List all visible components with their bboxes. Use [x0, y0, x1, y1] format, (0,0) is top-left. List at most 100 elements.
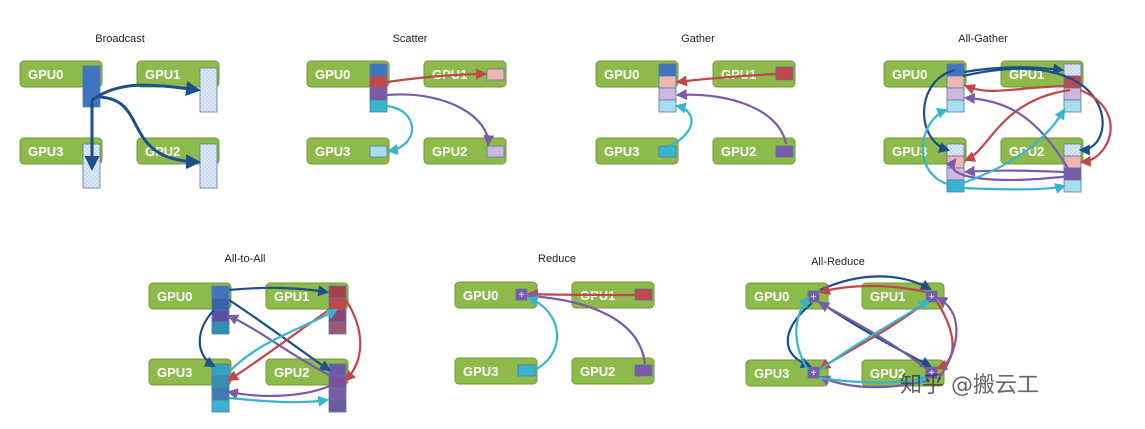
allgather-arrow-7	[963, 165, 1065, 177]
gather-gpu3: GPU3	[595, 137, 679, 165]
broadcast-gpu1-data	[199, 67, 218, 113]
gather-arrow-cyan	[669, 102, 693, 147]
broadcast-arrow-to-gpu2	[99, 95, 201, 170]
scatter-arrow-red	[386, 68, 488, 84]
gather-gpu0-data	[658, 63, 677, 113]
scatter-gpu0: GPU0	[306, 60, 390, 88]
gather-gpu2-data	[775, 145, 794, 158]
svg-text:+: +	[929, 292, 935, 303]
gpu-label: GPU0	[463, 288, 498, 303]
gpu-label: GPU0	[315, 67, 350, 82]
reduce-title: Reduce	[538, 253, 576, 265]
scatter-gpu0-data	[369, 63, 388, 113]
alltoall-arrow-6	[226, 384, 331, 400]
allreduce-arrow-4	[818, 284, 927, 295]
allreduce-gpu3-sum: +	[807, 366, 820, 379]
reduce-gpu3-data	[517, 364, 536, 377]
svg-text:+: +	[811, 292, 817, 303]
scatter-arrow-purple	[386, 93, 495, 147]
allgather-arrow-1	[963, 63, 1065, 75]
allreduce-arrow-11	[795, 296, 810, 371]
broadcast-gpu2-data	[199, 143, 218, 189]
gpu-label: GPU3	[892, 144, 927, 159]
allgather-gpu0: GPU0	[883, 60, 967, 88]
svg-text:+: +	[519, 290, 525, 301]
allgather-arrow-5	[963, 88, 1071, 162]
reduce-gpu0: GPU0	[454, 281, 538, 309]
broadcast-gpu0: GPU0	[19, 60, 103, 88]
scatter-title: Scatter	[393, 33, 428, 45]
reduce-gpu3: GPU3	[454, 357, 538, 385]
alltoall-arrow-9	[228, 395, 330, 407]
alltoall-gpu2-data	[328, 363, 347, 413]
scatter-gpu2-data	[486, 145, 505, 158]
alltoall-arrow-8	[228, 308, 338, 373]
gpu-label: GPU1	[870, 289, 905, 304]
scatter-arrow-cyan	[386, 104, 413, 156]
allgather-gpu1-data	[1063, 63, 1082, 113]
alltoall-arrow-1	[228, 285, 330, 297]
gather-arrow-red	[675, 72, 777, 87]
reduce-arrow-red	[526, 288, 636, 300]
allreduce-arrow-8	[818, 301, 929, 371]
reduce-gpu0-sum: +	[515, 288, 528, 301]
allgather-arrow-9	[945, 158, 1071, 181]
alltoall-gpu1-data	[328, 285, 347, 335]
svg-text:+: +	[811, 368, 817, 379]
gpu-label: GPU0	[157, 289, 192, 304]
gather-gpu1-data	[775, 66, 794, 81]
scatter-gpu3: GPU3	[306, 137, 390, 165]
gpu-label: GPU2	[580, 364, 615, 379]
alltoall-gpu0-data	[211, 285, 230, 335]
gpu-label: GPU0	[892, 67, 927, 82]
gpu-label: GPU3	[157, 365, 192, 380]
scatter-gpu3-data	[369, 145, 388, 158]
alltoall-arrow-7	[226, 314, 332, 377]
gather-gpu2: GPU2	[712, 137, 796, 165]
reduce-gpu2-data	[634, 364, 653, 377]
gpu-label: GPU0	[604, 67, 639, 82]
alltoall-gpu3-data	[211, 363, 230, 413]
gpu-label: GPU3	[604, 144, 639, 159]
gpu-label: GPU0	[754, 289, 789, 304]
broadcast-gpu3: GPU3	[19, 137, 103, 165]
allgather-arrow-6	[1079, 88, 1112, 167]
alltoall-arrow-3	[198, 309, 216, 368]
allreduce-title: All-Reduce	[811, 256, 865, 268]
allgather-title: All-Gather	[958, 33, 1008, 45]
gpu-label: GPU2	[870, 366, 905, 381]
broadcast-gpu1: GPU1	[136, 60, 220, 88]
gather-gpu1: GPU1	[712, 60, 796, 88]
broadcast-arrow-to-gpu1	[91, 81, 201, 102]
allreduce-gpu0-sum: +	[807, 290, 820, 303]
allgather-arrow-8	[963, 92, 1071, 173]
allgather-arrow-10	[954, 108, 1066, 188]
gpu-label: GPU2	[432, 144, 467, 159]
allgather-arrow-2	[923, 68, 956, 153]
scatter-gpu1-data	[486, 68, 505, 81]
alltoall-arrow-5	[344, 299, 362, 382]
gpu-label: GPU2	[274, 365, 309, 380]
allgather-arrow-4	[963, 84, 1065, 95]
reduce-arrow-purple	[526, 291, 647, 365]
svg-text:+: +	[929, 368, 935, 379]
gpu-label: GPU1	[145, 67, 180, 82]
gather-title: Gather	[681, 33, 715, 45]
gpu-label: GPU3	[754, 366, 789, 381]
allreduce-arrow-12	[819, 374, 929, 386]
gather-gpu0: GPU0	[595, 60, 679, 88]
gpu-label: GPU2	[721, 144, 756, 159]
alltoall-gpu0: GPU0	[148, 282, 232, 310]
allreduce-arrow-6	[935, 301, 954, 371]
allreduce-arrow-2	[786, 302, 813, 369]
gpu-label: GPU1	[274, 289, 309, 304]
reduce-gpu1-data	[634, 288, 653, 301]
gpu-label: GPU1	[1009, 67, 1044, 82]
watermark: 知乎 @搬云工	[900, 373, 1039, 398]
alltoall-title: All-to-All	[225, 253, 266, 265]
gpu-label: GPU3	[315, 144, 350, 159]
allgather-arrow-11	[921, 108, 949, 186]
allgather-arrow-12	[963, 183, 1067, 194]
allreduce-gpu1-sum: +	[925, 290, 938, 303]
